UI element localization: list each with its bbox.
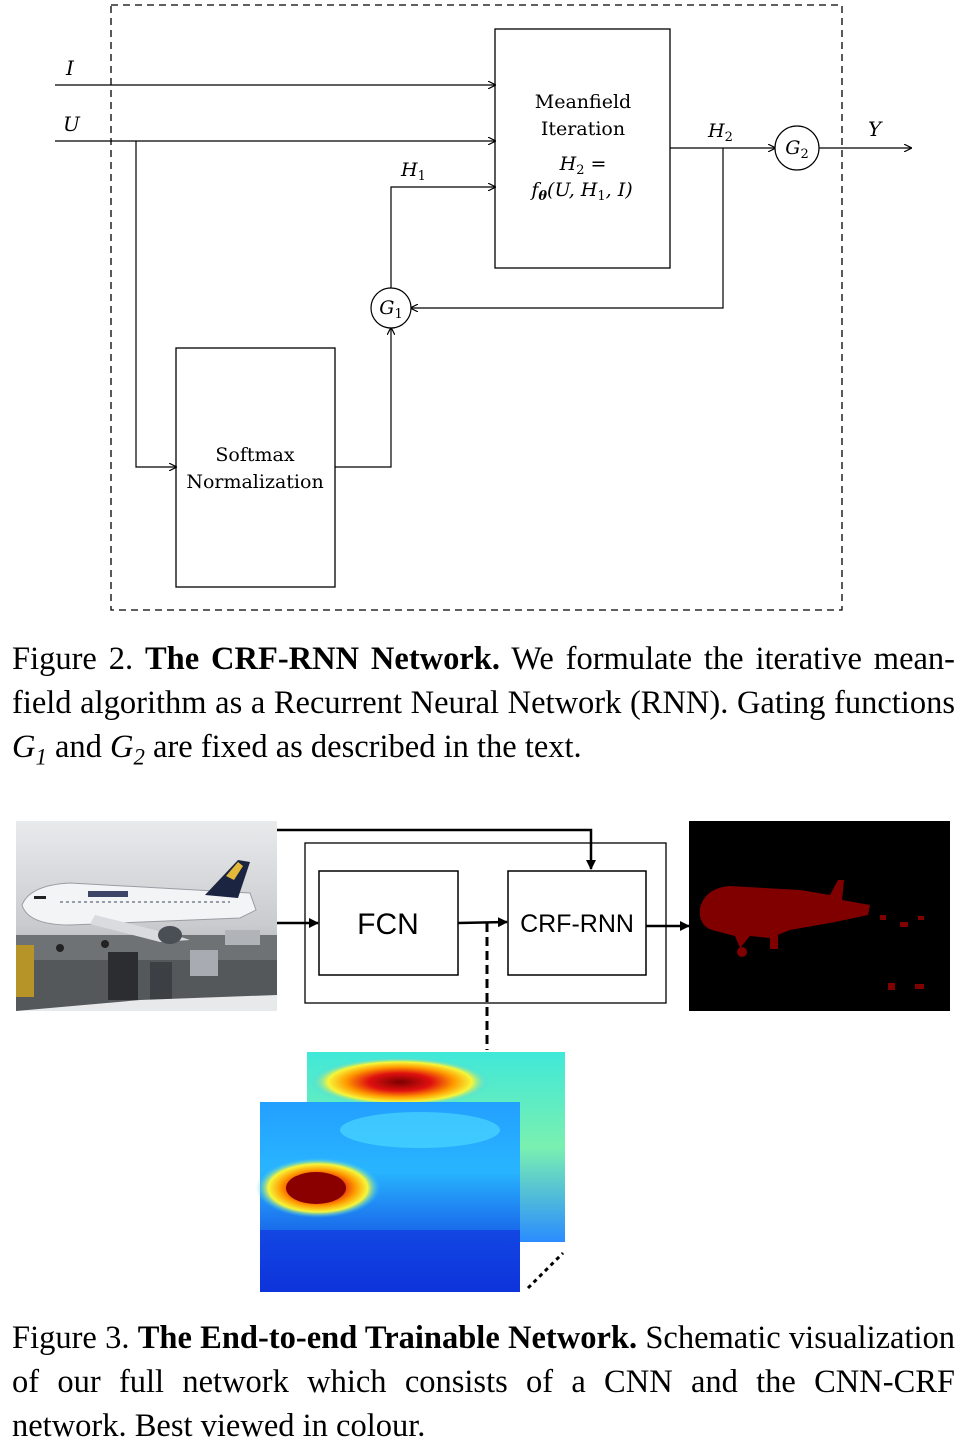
input-u-label: U xyxy=(63,112,81,136)
g2-label: G2 xyxy=(785,137,808,162)
figure-2-g2: G2 xyxy=(110,729,145,770)
meanfield-title-line1: Meanfield xyxy=(535,91,631,113)
softmax-label-line1: Softmax xyxy=(215,444,294,466)
meanfield-title-line2: Iteration xyxy=(541,118,625,140)
output-y-label: Y xyxy=(868,117,883,141)
input-i-label: I xyxy=(65,56,75,80)
meanfield-equation-rhs: fθ(U, H1, I) xyxy=(529,179,632,204)
figure-2-caption: Figure 2. The CRF-RNN Network. We formul… xyxy=(12,637,955,780)
fcn-label: FCN xyxy=(357,908,419,941)
figure-2-text-1: We formulate the iterative mean-field al… xyxy=(12,641,955,721)
figure-3-text: Schematic visualization of our full netw… xyxy=(12,1320,956,1444)
input-airplane-image xyxy=(16,821,277,1011)
crf-rnn-label: CRF-RNN xyxy=(520,910,634,938)
softmax-label-line2: Normalization xyxy=(186,471,323,493)
figure-3-label: Figure 3. xyxy=(12,1320,130,1356)
end-to-end-network-diagram: FCN CRF-RNN xyxy=(16,821,950,1292)
crf-rnn-diagram: G1 G2 I U H1 H2 Y Meanfield Iteration H2… xyxy=(55,4,963,611)
image-to-crfrnn-skip-arrow xyxy=(277,828,596,870)
crf-rnn-box xyxy=(507,870,647,976)
figure-2-title: The CRF-RNN Network. xyxy=(144,641,500,677)
dashed-frame xyxy=(110,4,843,611)
meanfield-equation-lhs: H2= xyxy=(559,153,607,178)
h2-label: H2 xyxy=(707,120,733,145)
figure-2-g1: G1 xyxy=(12,729,47,770)
g1-gate xyxy=(370,287,412,329)
softmax-box xyxy=(175,347,336,588)
figure-3-title: The End-to-end Trainable Network. xyxy=(137,1320,638,1356)
feedback-arrow xyxy=(411,148,724,308)
g2-gate xyxy=(774,125,820,171)
figure-3-caption: Figure 3. The End-to-end Trainable Netwo… xyxy=(12,1316,955,1448)
g1-label: G1 xyxy=(379,297,402,322)
h1-arrow xyxy=(390,187,495,288)
heatmap-stack-ellipsis xyxy=(526,1251,565,1290)
figure-2-label: Figure 2. xyxy=(12,641,134,677)
output-segmentation-mask xyxy=(689,821,950,1011)
figure-2-and: and xyxy=(54,729,102,765)
heatmap-front xyxy=(256,1102,520,1292)
softmax-to-g1-arrow xyxy=(335,328,391,468)
u-to-softmax-arrow xyxy=(135,141,176,467)
h1-label: H1 xyxy=(400,159,426,184)
fcn-to-crfrnn-arrow xyxy=(457,917,508,928)
meanfield-box xyxy=(494,28,671,269)
figure-2-text-2: are fixed as described in the text. xyxy=(153,729,582,765)
